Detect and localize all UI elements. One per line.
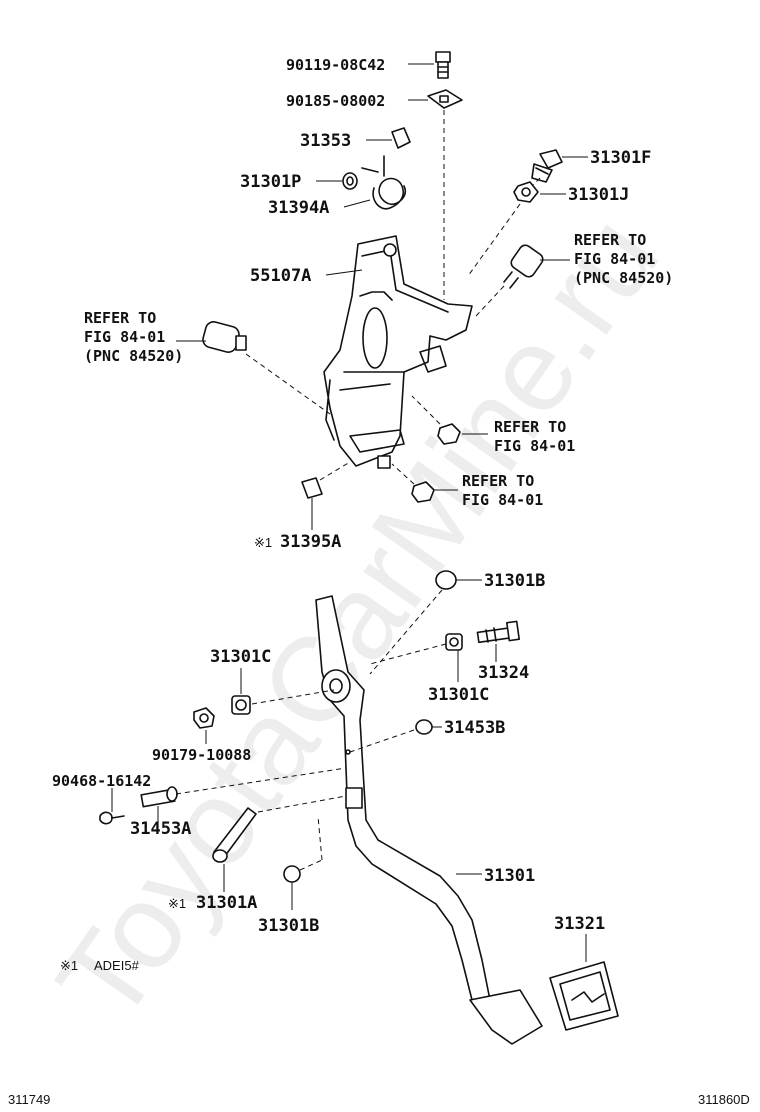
rod-31301A-icon [212,807,257,863]
cap-31301B-bottom-icon [283,865,301,883]
bushing-31301P-icon [342,172,358,190]
label-31301B-top: 31301B [484,571,545,591]
refer-mid-right-line2: FIG 84-01 [494,437,575,455]
refer-left-line3: (PNC 84520) [84,347,183,365]
cap-31301B-top-icon [435,570,457,590]
spring-31394A-icon [361,155,407,210]
label-31301F: 31301F [590,148,651,168]
refer-right-top-line1: REFER TO [574,231,646,249]
label-31395A: 31395A [280,532,341,552]
clip-nut-90185-icon [427,89,463,109]
nut-lower-right-icon [411,481,435,503]
nut-90179-icon [193,707,215,729]
bolt-31301F-icon [531,149,563,183]
bolt-90119-icon [435,51,451,79]
label-31453B: 31453B [444,718,505,738]
refer-right-top-line2: FIG 84-01 [574,250,655,268]
cushion-31395A-icon [301,477,323,499]
label-31301P: 31301P [240,172,301,192]
label-31301A: 31301A [196,893,257,913]
footer-left-code: 311749 [8,1092,50,1107]
refer-mid-right-line1: REFER TO [494,418,566,436]
label-31301: 31301 [484,866,535,886]
footnote-text: ADEI5# [94,958,140,973]
label-31301B-bottom: 31301B [258,916,319,936]
refer-right-top-line3: (PNC 84520) [574,269,673,287]
label-31353: 31353 [300,131,351,151]
footnote-mark: ※1 [60,958,78,973]
label-31321: 31321 [554,914,605,934]
pedal-bracket-55107A-icon [323,235,473,469]
label-31324: 31324 [478,663,529,683]
nut-mid-right-icon [437,423,461,445]
bushing-31301C-right-icon [445,633,463,651]
nut-31301J-icon [513,181,539,203]
label-31394A: 31394A [268,198,329,218]
stop-lamp-switch-right-icon [503,244,544,289]
label-90179-10088: 90179-10088 [152,746,251,764]
bolt-31324-icon [476,620,521,644]
label-55107A: 55107A [250,266,311,286]
label-31301J: 31301J [568,185,629,205]
refer-lower-right-line2: FIG 84-01 [462,491,543,509]
label-90119-08C42: 90119-08C42 [286,56,385,74]
clip-90468-icon [99,811,125,825]
clevis-pin-31453A-icon [140,786,178,808]
label-90468-16142: 90468-16142 [52,772,151,790]
stop-lamp-switch-left-icon [202,321,247,353]
bushing-31453B-icon [415,719,433,735]
label-31301C-right: 31301C [428,685,489,705]
footer-right-code: 311860D [698,1092,750,1107]
refer-left-line2: FIG 84-01 [84,328,165,346]
mark-31301A: ※1 [168,896,186,911]
label-90185-08002: 90185-08002 [286,92,385,110]
brake-pedal-arm-31301-icon [315,595,543,1045]
stopper-31353-icon [391,127,411,149]
refer-left-line1: REFER TO [84,309,156,327]
mark-31395A: ※1 [254,535,272,550]
pedal-pad-31321-icon [549,961,619,1031]
bushing-31301C-left-icon [231,695,251,715]
label-31453A: 31453A [130,819,191,839]
label-31301C-left: 31301C [210,647,271,667]
refer-lower-right-line1: REFER TO [462,472,534,490]
